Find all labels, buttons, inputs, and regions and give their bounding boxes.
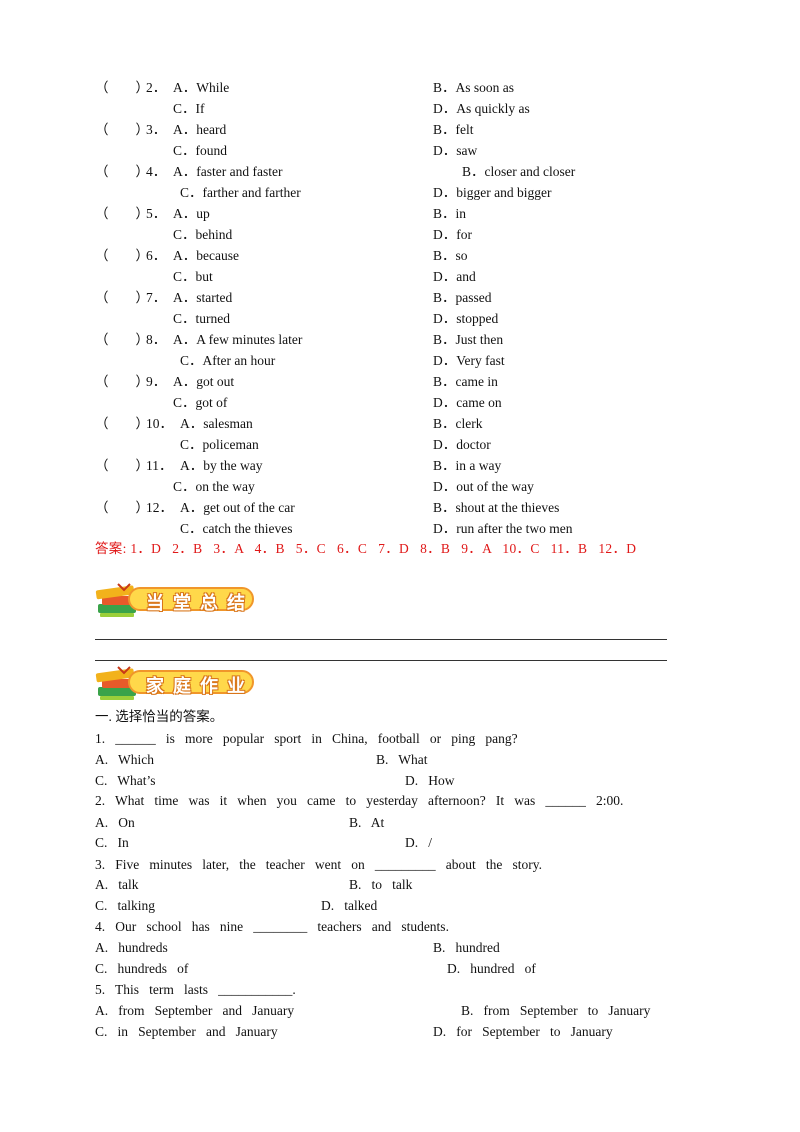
option-a: A．A few minutes later [173,332,303,347]
option-b: B．passed [433,290,492,305]
question-number: 8． [146,332,167,347]
option-c: C．but [173,269,213,284]
option-b: B．clerk [433,416,483,431]
option-d: D．run after the two men [433,521,573,536]
option-c: C．behind [173,227,233,242]
hw-q2-stem: 2. What time was it when you came to yes… [95,793,624,808]
option-b: B．in [433,206,467,221]
answer-paren: （ ） [95,206,149,221]
hw-q3-option-d: D. talked [321,898,378,913]
hw-q2-option-a: A. On [95,815,135,830]
hw-q3-stem: 3. Five minutes later, the teacher went … [95,857,542,872]
option-b: B．As soon as [433,80,515,95]
question-number: 3． [146,122,167,137]
option-b: B．came in [433,374,498,389]
option-d: D．doctor [433,437,491,452]
option-c: C．got of [173,395,228,410]
hw-q1-option-a: A. Which [95,752,154,767]
hw-q5-stem: 5. This term lasts ___________. [95,982,296,997]
answer-paren: （ ） [95,122,149,137]
hw-q2-option-c: C. In [95,835,129,850]
option-b: B．shout at the thieves [433,500,560,515]
hw-q4-stem: 4. Our school has nine ________ teachers… [95,919,449,934]
option-d: D．stopped [433,311,499,326]
hw-q3-option-c: C. talking [95,898,155,913]
hw-q5-option-c: C. in September and January [95,1024,278,1039]
option-b: B．so [433,248,468,263]
summary-line-2 [95,660,667,661]
hw-q5-option-b: B. from September to January [461,1003,651,1018]
hw-q1-stem: 1. ______ is more popular sport in China… [95,731,518,746]
option-d: D．for [433,227,472,242]
option-d: D．As quickly as [433,101,530,116]
answer-paren: （ ） [95,458,149,473]
option-a: A．get out of the car [180,500,295,515]
option-c: C．farther and farther [180,185,301,200]
answer-paren: （ ） [95,416,149,431]
answer-paren: （ ） [95,164,149,179]
option-c: C．policeman [180,437,259,452]
hw-q3-option-b: B. to talk [349,877,413,892]
option-a: A．by the way [180,458,263,473]
option-a: A．up [173,206,210,221]
option-c: C．found [173,143,227,158]
answer-key: 答案: 1．D 2．B 3．A 4．B 5．C 6．C 7．D 8．B 9．A … [95,541,637,556]
answer-paren: （ ） [95,248,149,263]
summary-title: 当堂总结 [146,593,254,614]
question-number: 9． [146,374,167,389]
summary-line-1 [95,639,667,640]
option-d: D．Very fast [433,353,505,368]
hw-q5-option-a: A. from September and January [95,1003,295,1018]
homework-heading: 一. 选择恰当的答案。 [95,709,224,724]
option-a: A．While [173,80,230,95]
option-b: B．in a way [433,458,502,473]
option-d: D．came on [433,395,502,410]
hw-q1-option-d: D. How [405,773,455,788]
option-c: C．catch the thieves [180,521,293,536]
hw-q2-option-b: B. At [349,815,385,830]
option-a: A．because [173,248,239,263]
option-d: D．saw [433,143,478,158]
question-number: 2． [146,80,167,95]
hw-q4-option-b: B. hundred [433,940,500,955]
option-a: A．faster and faster [173,164,283,179]
question-number: 10． [146,416,173,431]
hw-q2-option-d: D. / [405,835,432,850]
option-c: C．After an hour [180,353,276,368]
option-c: C．turned [173,311,230,326]
hw-q4-option-a: A. hundreds [95,940,168,955]
hw-q4-option-d: D. hundred of [447,961,536,976]
option-d: D．and [433,269,476,284]
option-b: B．Just then [433,332,504,347]
option-d: D．out of the way [433,479,534,494]
option-a: A．salesman [180,416,253,431]
homework-badge: 家庭作业 [94,665,262,703]
option-c: C．If [173,101,205,116]
option-a: A．got out [173,374,235,389]
question-number: 12． [146,500,173,515]
question-number: 11． [146,458,173,473]
question-number: 7． [146,290,167,305]
option-d: D．bigger and bigger [433,185,552,200]
hw-q4-option-c: C. hundreds of [95,961,189,976]
answer-paren: （ ） [95,290,149,305]
answer-paren: （ ） [95,500,149,515]
answer-paren: （ ） [95,80,149,95]
summary-badge: 当堂总结 [94,582,262,620]
option-a: A．started [173,290,233,305]
question-number: 5． [146,206,167,221]
homework-title: 家庭作业 [146,676,254,697]
hw-q3-option-a: A. talk [95,877,139,892]
option-c: C．on the way [173,479,255,494]
question-number: 4． [146,164,167,179]
question-number: 6． [146,248,167,263]
option-b: B．felt [433,122,474,137]
hw-q1-option-b: B. What [376,752,428,767]
hw-q5-option-d: D. for September to January [433,1024,613,1039]
answer-paren: （ ） [95,374,149,389]
answer-paren: （ ） [95,332,149,347]
option-b: B．closer and closer [462,164,576,179]
hw-q1-option-c: C. What’s [95,773,156,788]
option-a: A．heard [173,122,227,137]
